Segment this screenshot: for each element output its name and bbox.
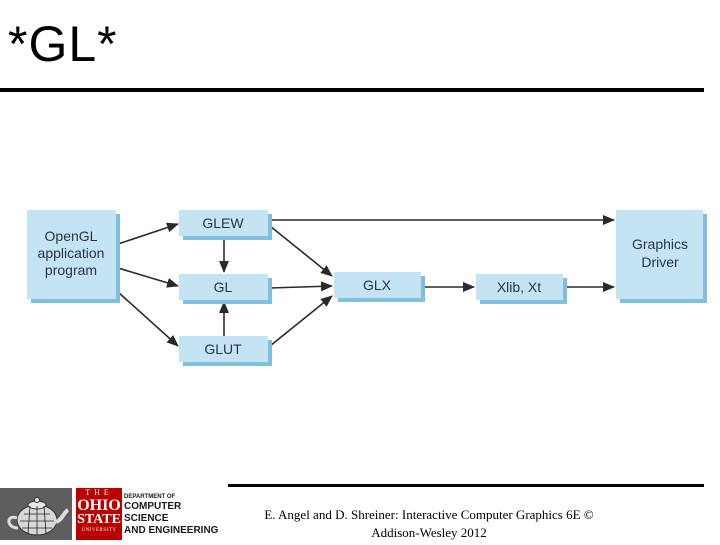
teapot-icon [0, 488, 72, 540]
department-logo: DEPARTMENT OF COMPUTER SCIENCE AND ENGIN… [124, 494, 226, 536]
node-app-line-2: application [38, 245, 105, 261]
node-app-line-1: OpenGL [45, 228, 98, 244]
footer-credit: E. Angel and D. Shreiner: Interactive Co… [234, 506, 624, 542]
node-xlib-label: Xlib, Xt [497, 279, 541, 295]
credit-line-1: E. Angel and D. Shreiner: Interactive Co… [264, 507, 594, 522]
node-gl-label: GL [214, 279, 233, 295]
osu-the: THE [85, 488, 113, 497]
dept-cs: COMPUTER SCIENCE [124, 501, 182, 524]
edge-app-gl [117, 267, 179, 288]
node-driver: Graphics Driver [616, 210, 707, 303]
node-driver-line-1: Graphics [632, 236, 688, 252]
slide-title: *GL* [8, 16, 118, 72]
osu-state: STATE [77, 512, 121, 527]
dept-of: DEPARTMENT OF [124, 494, 176, 500]
edge-glew-glx [269, 225, 333, 277]
footer-divider [228, 484, 704, 487]
node-driver-line-2: Driver [641, 254, 679, 270]
credit-line-2: Addison-Wesley 2012 [371, 525, 487, 540]
edge-app-glut [117, 291, 179, 347]
node-glx: GLX [334, 272, 425, 302]
osu-university: UNIVERSITY [81, 528, 117, 533]
dept-eng: AND ENGINEERING [124, 525, 219, 536]
osu-ohio: OHIO [77, 497, 121, 514]
edge-glut-glx [269, 295, 333, 347]
footer-logo: THE OHIO STATE UNIVERSITY DEPARTMENT OF … [0, 488, 226, 540]
node-glew: GLEW [179, 210, 272, 240]
node-glew-label: GLEW [202, 215, 244, 231]
edges [117, 215, 615, 347]
node-app-line-3: program [45, 262, 97, 278]
node-gl: GL [179, 274, 272, 304]
node-xlib: Xlib, Xt [476, 274, 567, 304]
edge-gl-glx [269, 281, 333, 292]
edge-app-glew [117, 222, 179, 245]
title-divider [0, 88, 704, 92]
node-glut: GLUT [179, 336, 272, 366]
node-glut-label: GLUT [204, 341, 242, 357]
osu-logo: THE OHIO STATE UNIVERSITY [76, 488, 122, 540]
node-glx-label: GLX [363, 277, 392, 293]
node-app: OpenGL application program [27, 210, 120, 303]
